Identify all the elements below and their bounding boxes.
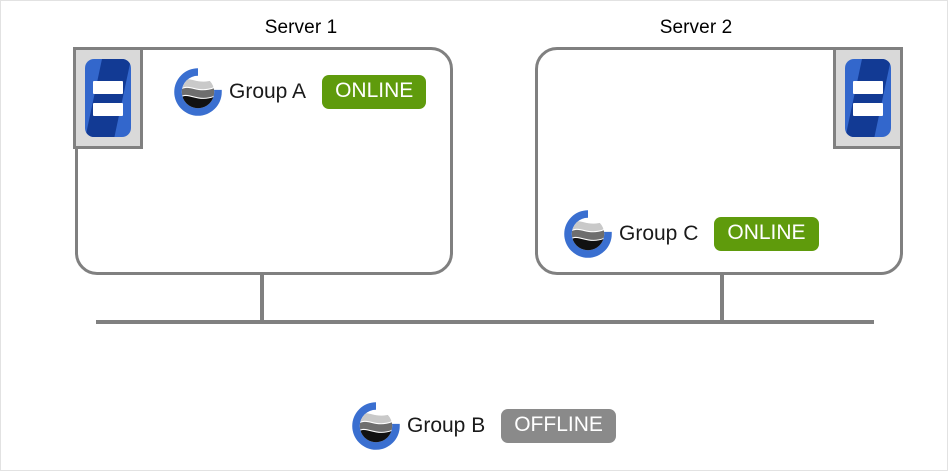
server-1-title: Server 1 [264, 17, 338, 38]
server-2-drop-line [720, 275, 724, 324]
group-name-label: Group C [619, 222, 699, 245]
server-1-drop-line [260, 275, 264, 324]
status-badge[interactable]: OFFLINE [501, 409, 616, 443]
shared-network-bus-line [96, 320, 874, 324]
group-globe-g-logo [174, 68, 222, 116]
group-name-label: Group A [229, 80, 307, 103]
group-row-b[interactable]: Group B OFFLINE [349, 399, 616, 453]
chassis-body [85, 59, 131, 137]
server-chassis-icon[interactable] [73, 47, 143, 149]
chassis-body [845, 59, 891, 137]
chassis-slot-bar [92, 103, 124, 116]
group-globe-g-logo [352, 402, 400, 450]
server-2-title: Server 2 [659, 17, 733, 38]
group-globe-g-logo [564, 210, 612, 258]
group-row-a[interactable]: Group A ONLINE [171, 65, 427, 119]
group-row-c[interactable]: Group C ONLINE [561, 207, 819, 261]
status-badge[interactable]: ONLINE [322, 75, 427, 109]
chassis-slot-bar [852, 81, 884, 94]
group-name-label: Group B [407, 414, 486, 437]
chassis-slot-bar [92, 81, 124, 94]
chassis-slot-bar [852, 103, 884, 116]
server-chassis-icon[interactable] [833, 47, 903, 149]
status-badge[interactable]: ONLINE [714, 217, 819, 251]
